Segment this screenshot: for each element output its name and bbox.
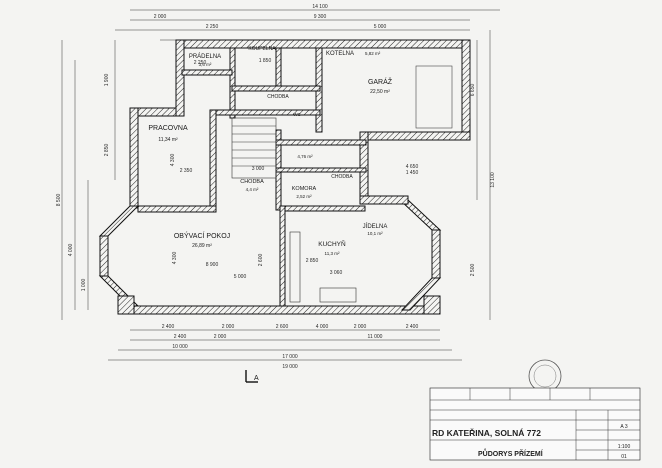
staircase — [231, 117, 277, 179]
dim-inner-i: 8 900 — [206, 262, 219, 268]
dim-right-c: 4 650 — [406, 164, 419, 170]
dim-inner-f: 4 300 — [172, 252, 178, 265]
dim-bot-i: 17 000 — [282, 354, 298, 360]
dim-top-total: 14 100 — [312, 4, 328, 10]
stamp — [528, 359, 562, 393]
dim-bot-c: 2 600 — [276, 324, 289, 330]
dim-left-a: 1 900 — [104, 74, 110, 87]
section-mark: A — [245, 370, 259, 383]
dim-bot-l: 11 000 — [368, 334, 383, 340]
kitchen-counter — [289, 231, 301, 303]
room-pracovna: PRACOVNA — [148, 125, 188, 132]
room-jidelna: JÍDELNA — [363, 223, 388, 230]
section-mark-label: A — [254, 375, 259, 382]
dim-left-d: 4 000 — [68, 244, 74, 257]
room-kuchyn-area: 11,3 m² — [325, 251, 340, 256]
dim-bot-f: 2 400 — [406, 324, 419, 330]
room-wc: WC — [293, 112, 301, 117]
title-block: RD KATEŘINA, SOLNÁ 772 PŮDORYS PŘÍZEMÍ A… — [429, 387, 641, 461]
bottom-dimensions: 2 400 2 000 2 600 4 000 2 000 2 400 2 40… — [108, 324, 462, 370]
room-jidelna-area: 10,1 m² — [367, 231, 383, 236]
dim-bot-d: 4 000 — [316, 324, 329, 330]
room-pradelna-area: 3,6 m² — [199, 62, 212, 67]
dim-right-d: 2 500 — [470, 264, 476, 277]
room-labels: PRÁDELNA 3,6 m² KOUPELNA KOTELNA 5,82 m²… — [148, 46, 392, 256]
title-format: A 3 — [620, 424, 627, 430]
room-koupelna: KOUPELNA — [248, 46, 276, 52]
room-komora-area: 2,52 m² — [296, 194, 312, 199]
room-chodba-right-area: 4,76 m² — [297, 154, 313, 159]
room-kotelna-area: 5,82 m² — [365, 51, 381, 56]
inner-dimensions: 3 000 4 300 2 350 2 600 3 060 4 300 2 85… — [170, 154, 418, 280]
room-chodba-center: CHODBA — [240, 179, 264, 185]
dim-bot-g: 2 400 — [174, 334, 187, 340]
dim-right-b: 6 650 — [470, 84, 476, 97]
room-pracovna-area: 11,34 m² — [158, 137, 178, 143]
room-chodba-center-area: 4,4 m² — [246, 187, 259, 192]
dim-right-a: 13 100 — [490, 172, 496, 188]
dim-inner-d: 2 600 — [258, 254, 264, 267]
dim-bot-a: 2 400 — [162, 324, 175, 330]
dim-inner-b: 4 300 — [170, 154, 176, 167]
dim-left-e: 1 000 — [81, 279, 87, 292]
dim-bot-e: 2 000 — [354, 324, 367, 330]
garage-car-outline — [415, 65, 453, 129]
title-scale: 1:100 — [618, 444, 631, 450]
title-project-name: RD KATEŘINA, SOLNÁ 772 — [432, 427, 541, 438]
dim-bot-b: 2 000 — [222, 324, 235, 330]
dim-top-c: 2 250 — [206, 24, 219, 30]
right-dimensions: 13 100 6 650 4 650 2 500 — [406, 30, 496, 320]
dim-left-c: 8 500 — [56, 194, 62, 207]
room-garaz: GARÁŽ — [368, 77, 393, 86]
dim-inner-j: 1 450 — [406, 170, 419, 176]
left-dimensions: 1 900 2 850 8 500 4 000 1 000 — [56, 40, 116, 320]
dim-bot-k: 10 000 — [172, 344, 188, 350]
room-chodba-upper: CHODBA — [267, 94, 289, 100]
dim-top-e: 1 850 — [259, 58, 272, 64]
room-pradelna: PRÁDELNA — [189, 53, 221, 60]
dim-inner-e: 3 060 — [330, 270, 343, 276]
kitchen-counter-bottom — [319, 287, 357, 303]
dim-inner-a: 3 000 — [252, 166, 265, 172]
top-dimensions: 14 100 2 000 9 300 2 250 5 000 1 850 2 2… — [115, 4, 500, 66]
dim-bot-h: 2 000 — [214, 334, 227, 340]
dim-top-f: 2 250 — [194, 60, 207, 66]
title-drawing-name: PŮDORYS PŘÍZEMÍ — [478, 448, 544, 458]
room-kuchyn: KUCHYŇ — [318, 239, 346, 248]
dim-bot-j: 19 000 — [282, 364, 298, 370]
dim-top-a: 2 000 — [154, 14, 167, 20]
room-garaz-area: 22,50 m² — [370, 89, 390, 95]
room-chodba-right: CHODBA — [331, 174, 353, 180]
dim-top-b: 9 300 — [314, 14, 327, 20]
title-sheet-no: 01 — [621, 454, 627, 460]
outer-walls — [98, 39, 471, 315]
room-kotelna: KOTELNA — [326, 51, 354, 57]
dim-inner-h: 5 000 — [234, 274, 247, 280]
dim-left-b: 2 850 — [104, 144, 110, 157]
dim-top-d: 5 000 — [374, 24, 387, 30]
room-obyvaci: OBÝVACÍ POKOJ — [174, 231, 230, 240]
dim-inner-c: 2 350 — [180, 168, 193, 174]
room-komora: KOMORA — [292, 186, 317, 192]
dim-inner-g: 2 850 — [306, 258, 319, 264]
room-obyvaci-area: 26,89 m² — [192, 243, 212, 249]
